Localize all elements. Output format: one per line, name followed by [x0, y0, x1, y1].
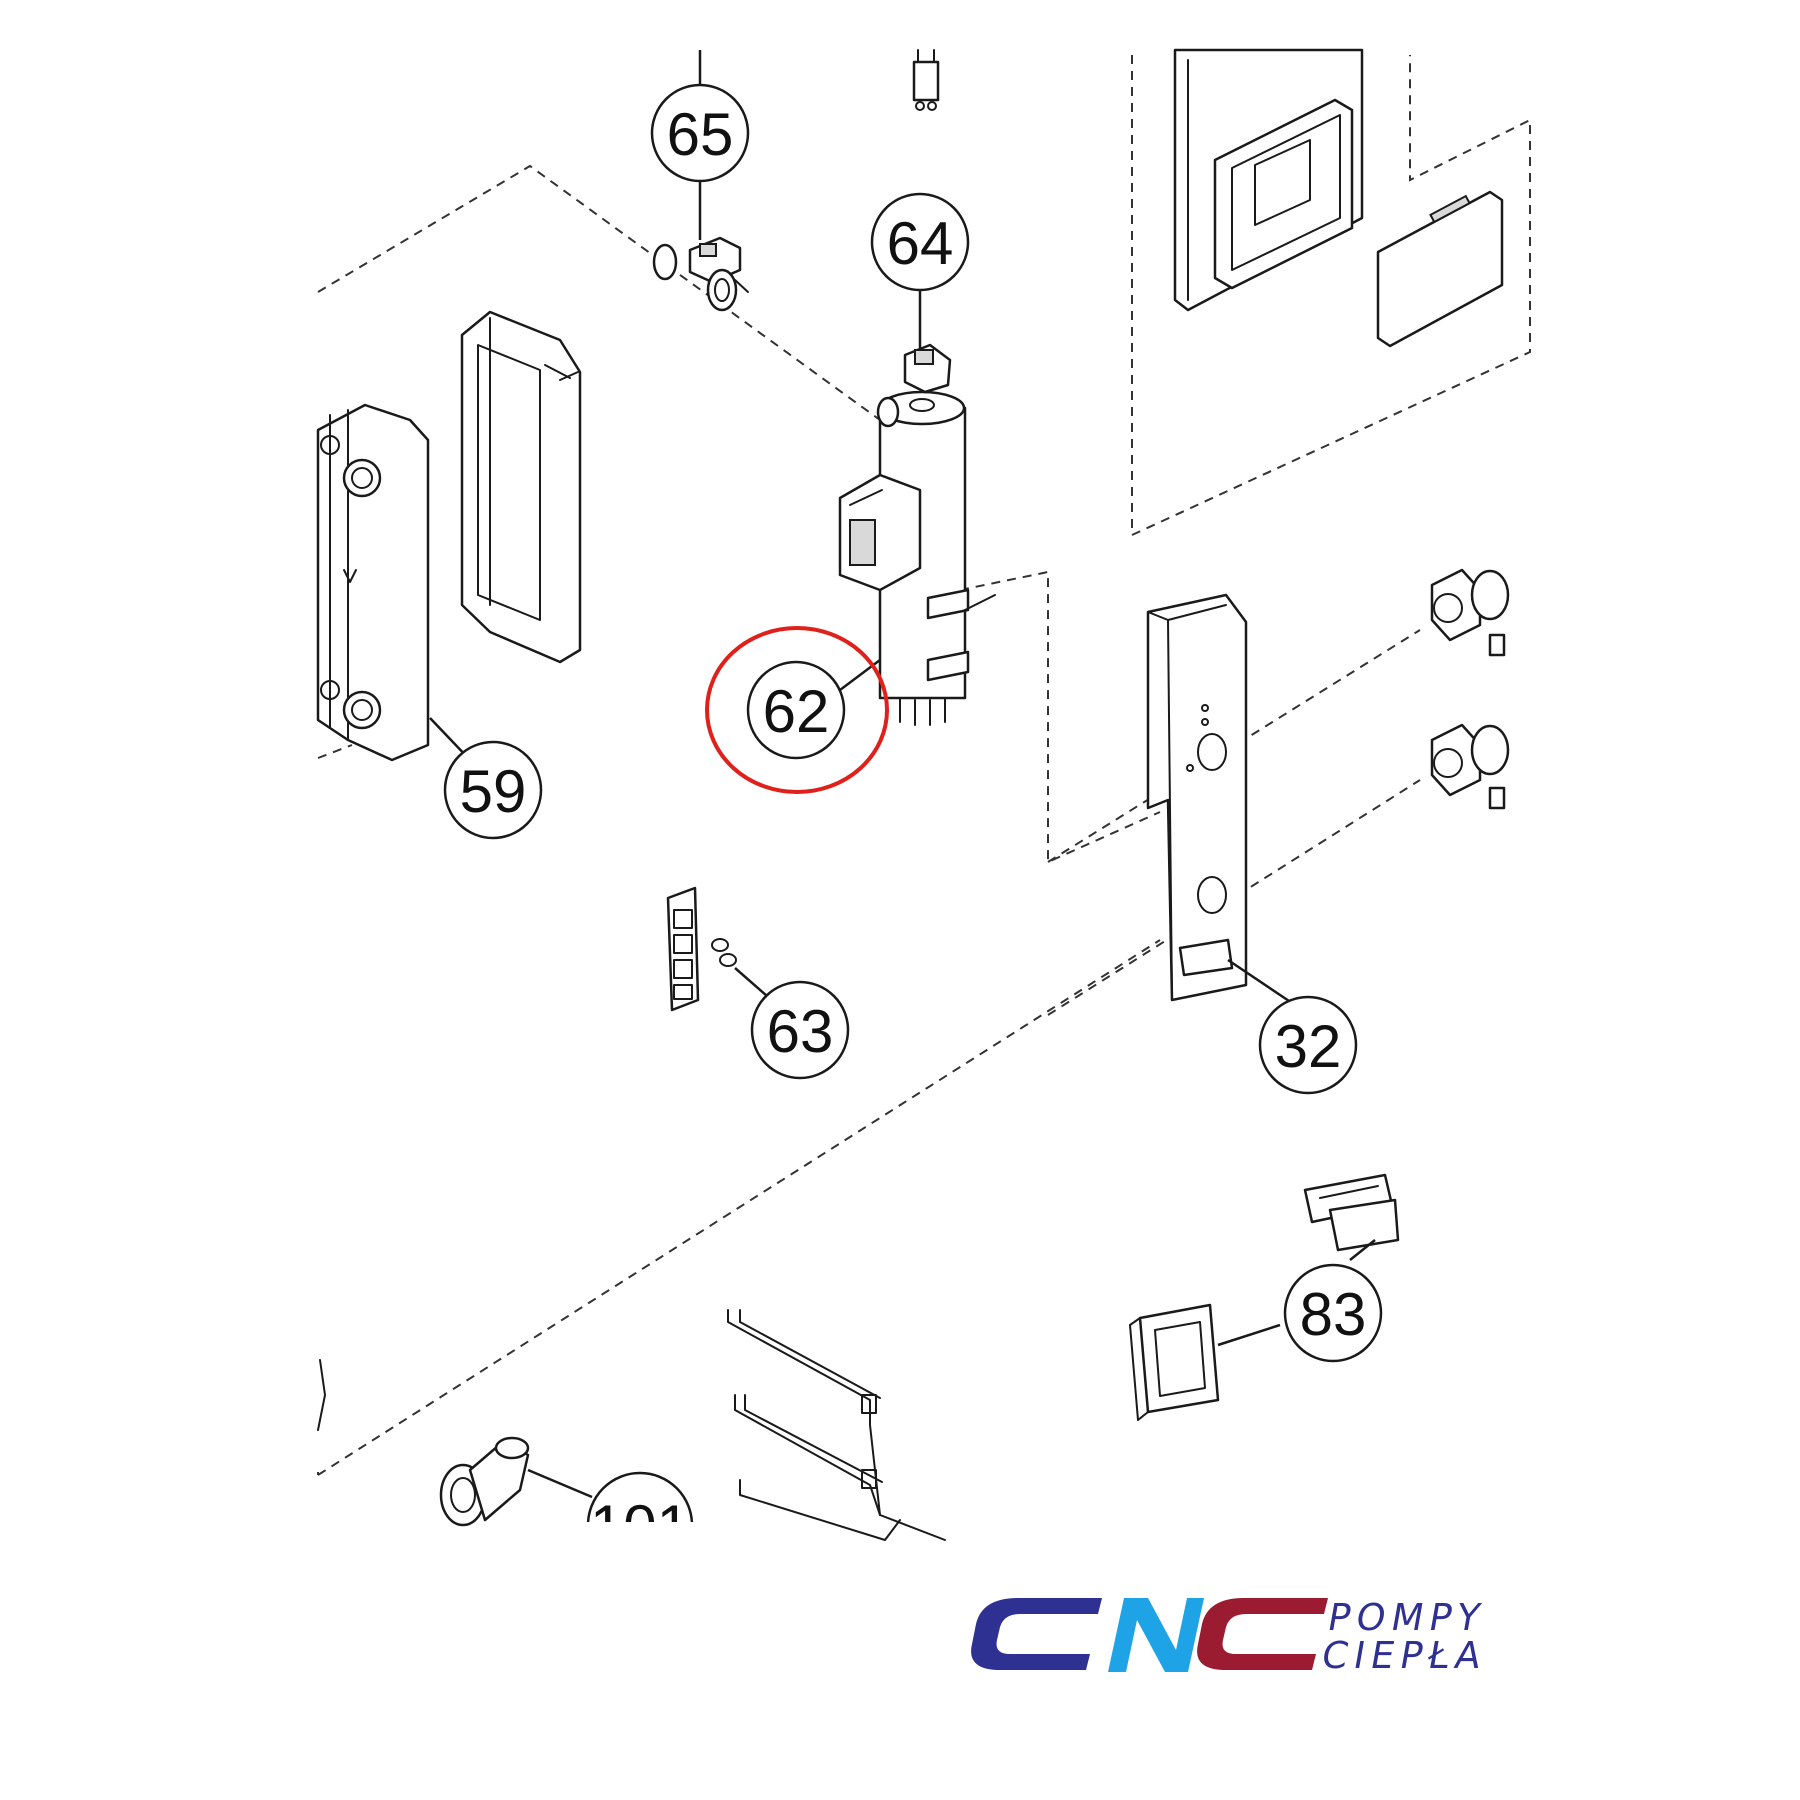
wire-harness — [317, 1309, 946, 1541]
callout-101: 101 — [586, 1471, 694, 1560]
cnc-pompy-ciepla-logo: POMPY CIEPŁA — [971, 1595, 1491, 1677]
callout-65: 65 — [650, 83, 750, 183]
highlight-ring — [705, 626, 889, 794]
heat-exchanger-part-59 — [316, 403, 430, 762]
callout-63-label: 63 — [767, 998, 834, 1065]
logo-text-pompy: POMPY — [1324, 1595, 1489, 1639]
control-panel — [1173, 48, 1504, 348]
callout-32: 32 — [1258, 995, 1358, 1095]
terminal-block-part-63 — [666, 886, 737, 1012]
insulation-frame — [460, 310, 582, 664]
flow-switch-part-65 — [652, 50, 749, 312]
drain-fitting-part-101 — [439, 1436, 530, 1527]
callout-59: 59 — [443, 740, 543, 840]
callout-59-label: 59 — [460, 758, 527, 825]
callout-63: 63 — [750, 980, 850, 1080]
callout-64-label: 64 — [887, 210, 954, 277]
callout-32-label: 32 — [1275, 1013, 1342, 1080]
callout-101-label: 101 — [590, 1493, 690, 1560]
callout-62-label: 62 — [763, 678, 830, 745]
callout-65-label: 65 — [667, 101, 734, 168]
logo-mark-cnc — [971, 1598, 1328, 1672]
electric-heater-part-62 — [838, 343, 996, 726]
handles-part-83 — [1129, 1173, 1400, 1421]
top-connector — [912, 49, 940, 111]
callout-83: 83 — [1283, 1263, 1383, 1363]
callout-62-highlighted: 62 — [705, 626, 889, 794]
bracket-part-32 — [1146, 593, 1248, 1002]
logo-text-ciepla: CIEPŁA — [1318, 1633, 1490, 1677]
callout-83-label: 83 — [1300, 1281, 1367, 1348]
callout-64: 64 — [870, 192, 970, 292]
sensor-fittings — [1430, 568, 1510, 810]
